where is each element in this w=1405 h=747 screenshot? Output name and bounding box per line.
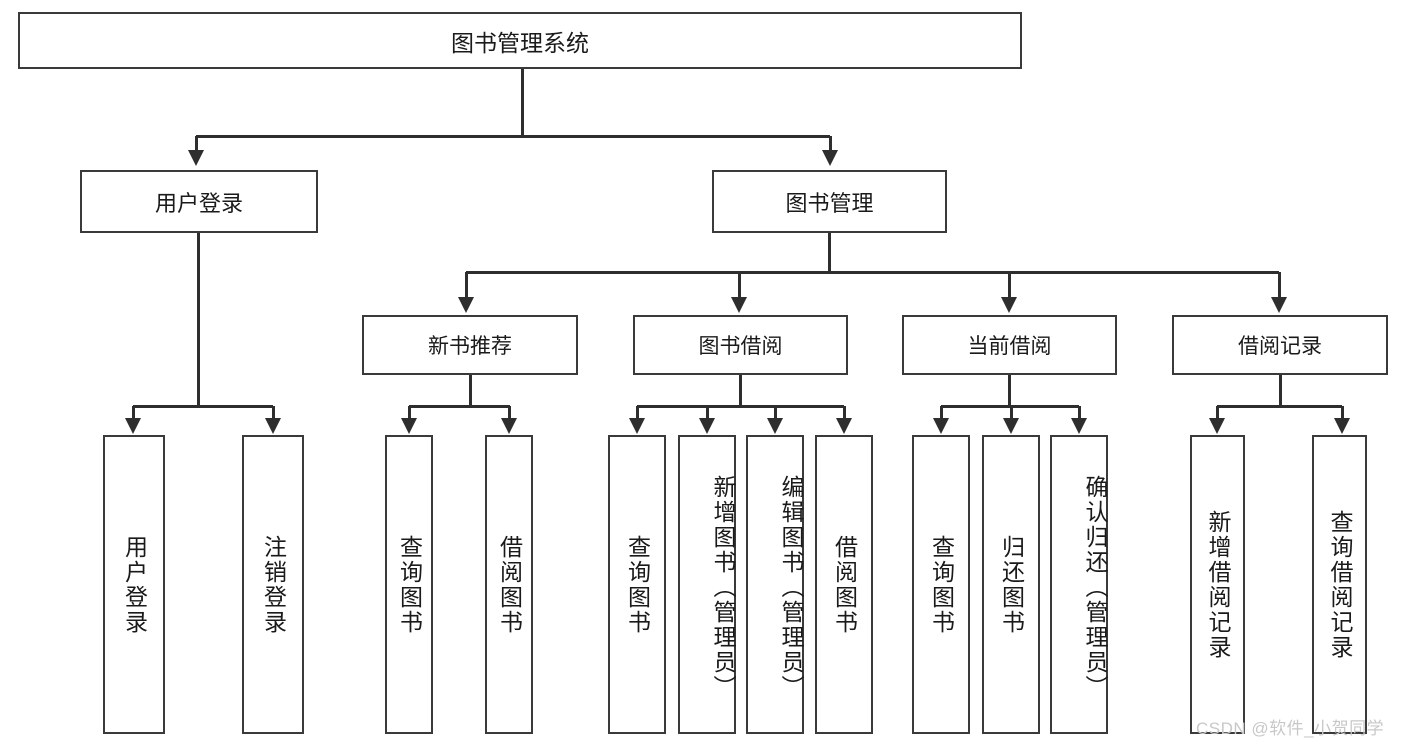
arrowhead-group-3-0 (1209, 418, 1225, 434)
connector-level3-drop-1 (738, 272, 741, 299)
node-leaf-12[interactable]: 查询借阅记录 (1312, 435, 1367, 734)
arrowhead-level3-1 (731, 297, 747, 313)
node-leaf-6[interactable]: 编辑图书（管理员） (746, 435, 804, 734)
connector-group-stem-1 (739, 375, 742, 406)
node-level3-2[interactable]: 当前借阅 (902, 315, 1117, 375)
node-leaf-0[interactable]: 用户登录 (103, 435, 165, 734)
connector-group-bus-1 (637, 405, 844, 408)
node-leaf-10[interactable]: 确认归还（管理员） (1050, 435, 1108, 734)
connector-group-drop-1-1 (706, 406, 709, 420)
connector-group-bus-3 (1217, 405, 1342, 408)
connector-login-bus (133, 405, 273, 408)
node-level2-0[interactable]: 用户登录 (80, 170, 318, 233)
connector-level3-drop-3 (1278, 272, 1281, 299)
connector-level2-drop-0 (195, 136, 198, 152)
connector-management-stem (828, 233, 831, 272)
arrowhead-level3-2 (1001, 297, 1017, 313)
arrowhead-group-0-1 (501, 418, 517, 434)
node-leaf-2[interactable]: 查询图书 (385, 435, 433, 734)
connector-group-stem-0 (469, 375, 472, 406)
node-leaf-11-label: 新增借阅记录 (1205, 509, 1231, 660)
node-leaf-12-label: 查询借阅记录 (1327, 509, 1353, 660)
node-leaf-10-label: 确认归还（管理员） (1082, 475, 1108, 700)
connector-group-drop-2-2 (1078, 406, 1081, 420)
connector-group-drop-3-1 (1341, 406, 1344, 420)
node-root[interactable]: 图书管理系统 (18, 12, 1022, 69)
connector-group-drop-2-1 (1010, 406, 1013, 420)
connector-login-drop-1 (272, 406, 275, 420)
node-level2-1-label: 图书管理 (785, 190, 874, 216)
node-level3-3-label: 借阅记录 (1238, 335, 1322, 358)
node-level3-1[interactable]: 图书借阅 (633, 315, 848, 375)
node-leaf-7[interactable]: 借阅图书 (815, 435, 873, 734)
arrowhead-group-2-2 (1071, 418, 1087, 434)
node-level3-2-label: 当前借阅 (967, 335, 1052, 358)
connector-root-stem (521, 69, 524, 136)
connector-group-drop-3-0 (1216, 406, 1219, 420)
node-leaf-2-label: 查询图书 (396, 534, 423, 635)
node-leaf-9[interactable]: 归还图书 (982, 435, 1040, 734)
node-level3-0-label: 新书推荐 (428, 335, 512, 358)
arrowhead-group-3-1 (1334, 418, 1350, 434)
arrowhead-group-1-3 (836, 418, 852, 434)
node-leaf-5[interactable]: 新增图书（管理员） (678, 435, 736, 734)
arrowhead-login-1 (265, 418, 281, 434)
arrowhead-group-1-2 (767, 418, 783, 434)
connector-login-stem (197, 233, 200, 406)
arrowhead-level3-3 (1271, 297, 1287, 313)
arrowhead-login-0 (125, 418, 141, 434)
arrowhead-level3-0 (458, 297, 474, 313)
connector-group-drop-0-1 (508, 406, 511, 420)
node-level2-1[interactable]: 图书管理 (712, 170, 947, 233)
connector-level2-bus (196, 135, 830, 138)
connector-group-stem-3 (1279, 375, 1282, 406)
node-level3-0[interactable]: 新书推荐 (362, 315, 578, 375)
connector-group-stem-2 (1008, 375, 1011, 406)
node-leaf-3[interactable]: 借阅图书 (485, 435, 533, 734)
connector-group-drop-0-0 (408, 406, 411, 420)
node-level3-1-label: 图书借阅 (698, 335, 783, 358)
connector-group-drop-1-3 (843, 406, 846, 420)
node-leaf-1-label: 注销登录 (260, 534, 287, 635)
node-level2-0-label: 用户登录 (154, 190, 243, 216)
arrowhead-level2-0 (188, 150, 204, 166)
arrowhead-group-1-0 (629, 418, 645, 434)
connector-level3-drop-0 (465, 272, 468, 299)
node-leaf-6-label: 编辑图书（管理员） (778, 475, 804, 700)
connector-group-bus-0 (409, 405, 510, 408)
arrowhead-group-2-1 (1003, 418, 1019, 434)
arrowhead-group-2-0 (933, 418, 949, 434)
arrowhead-group-1-1 (699, 418, 715, 434)
node-leaf-0-label: 用户登录 (121, 534, 148, 635)
node-leaf-3-label: 借阅图书 (496, 534, 523, 635)
connector-level3-drop-2 (1008, 272, 1011, 299)
node-leaf-8[interactable]: 查询图书 (912, 435, 970, 734)
node-leaf-4-label: 查询图书 (624, 534, 651, 635)
connector-group-drop-1-0 (636, 406, 639, 420)
connector-level2-drop-1 (829, 136, 832, 152)
node-leaf-11[interactable]: 新增借阅记录 (1190, 435, 1245, 734)
node-leaf-8-label: 查询图书 (928, 534, 955, 635)
node-root-label: 图书管理系统 (451, 29, 589, 56)
connector-group-drop-1-2 (774, 406, 777, 420)
node-leaf-5-label: 新增图书（管理员） (710, 475, 736, 700)
node-leaf-9-label: 归还图书 (998, 534, 1025, 635)
node-leaf-7-label: 借阅图书 (831, 534, 858, 635)
node-leaf-1[interactable]: 注销登录 (242, 435, 304, 734)
node-leaf-4[interactable]: 查询图书 (608, 435, 666, 734)
arrowhead-group-0-0 (401, 418, 417, 434)
arrowhead-level2-1 (822, 150, 838, 166)
connector-level3-bus (466, 271, 1279, 274)
connector-login-drop-0 (132, 406, 135, 420)
node-level3-3[interactable]: 借阅记录 (1172, 315, 1388, 375)
connector-group-drop-2-0 (940, 406, 943, 420)
